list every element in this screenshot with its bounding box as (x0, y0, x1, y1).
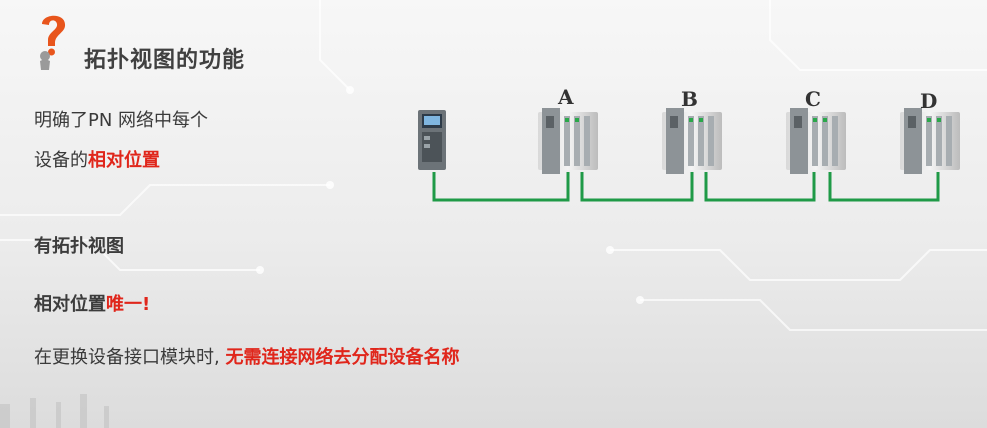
intro-line-2-prefix: 设备的 (34, 150, 88, 171)
relative-position-highlight: 相对位置 (88, 150, 160, 171)
device-label-c: C (805, 87, 821, 111)
link-cpu-a (432, 172, 570, 202)
question-person-icon (40, 15, 66, 70)
device-module-d-icon (900, 108, 960, 174)
point-has-topology: 有拓扑视图 (34, 236, 124, 257)
network-links (432, 172, 940, 202)
intro-line-1: 明确了PN 网络中每个 (34, 110, 209, 131)
point-replace-prefix: 在更换设备接口模块时, (34, 347, 220, 368)
device-module-b-icon (662, 108, 722, 174)
point-replace: 在更换设备接口模块时, 无需连接网络去分配设备名称 (34, 343, 459, 369)
device-module-c-icon (786, 108, 846, 174)
intro-line-2: 设备的相对位置 (34, 146, 160, 172)
link-b-c (704, 172, 816, 202)
link-c-d (828, 172, 940, 202)
link-a-b (580, 172, 694, 202)
point-unique: 相对位置唯一! (34, 290, 150, 316)
no-network-highlight: 无需连接网络去分配设备名称 (225, 347, 460, 368)
device-label-b: B (681, 87, 698, 111)
device-module-a-icon (538, 108, 598, 174)
page-title: 拓扑视图的功能 (84, 48, 246, 73)
topology-diagram: A B C D (418, 85, 960, 202)
device-label-d: D (920, 89, 937, 113)
device-label-a: A (557, 85, 574, 109)
point-unique-prefix: 相对位置 (34, 294, 106, 315)
plc-cpu-icon (418, 110, 446, 170)
unique-highlight: 唯一! (106, 294, 151, 315)
